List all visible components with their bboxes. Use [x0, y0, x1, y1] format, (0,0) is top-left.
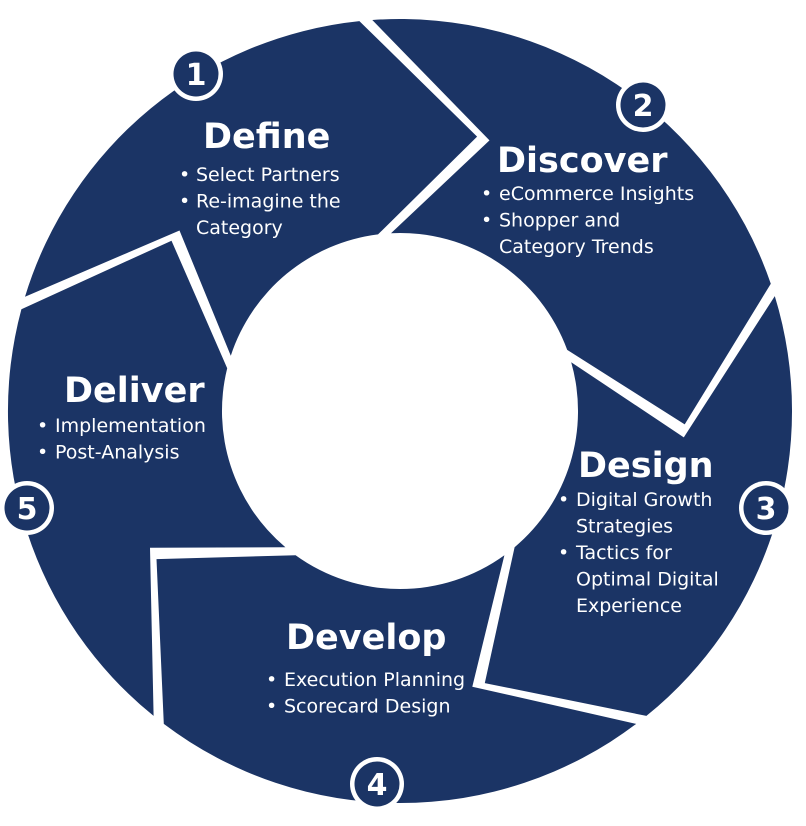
- bullet-marker: •: [558, 542, 569, 564]
- stage-discover-label: Discover•eCommerce Insights•Shopper andC…: [481, 141, 694, 258]
- bullet-text-design-0: Digital Growth: [576, 489, 712, 511]
- bullet-marker: •: [179, 191, 190, 213]
- segments-layer: [7, 19, 793, 804]
- bullet-marker: •: [266, 669, 277, 691]
- bullet-marker: •: [37, 415, 48, 437]
- bullet-text-deliver-1: Post-Analysis: [55, 442, 179, 464]
- bullet-text-design-1: Optimal Digital: [576, 569, 719, 591]
- bullet-text-discover-1: Shopper and: [499, 210, 620, 232]
- stage-title-define: Define: [203, 117, 330, 157]
- badge-circle: [4, 485, 50, 531]
- badges-layer: 1 2 3 4 5: [0, 47, 793, 811]
- bullet-marker: •: [481, 183, 492, 205]
- bullet-text-deliver-0: Implementation: [55, 415, 206, 437]
- stage-title-discover: Discover: [497, 141, 668, 181]
- bullet-marker: •: [558, 489, 569, 511]
- step-badge-1: 1: [169, 47, 223, 101]
- badge-number: 3: [756, 492, 777, 527]
- step-badge-5: 5: [0, 481, 54, 535]
- bullet-text-develop-0: Execution Planning: [284, 669, 465, 691]
- step-badge-3: 3: [739, 481, 793, 535]
- bullet-marker: •: [481, 210, 492, 232]
- bullet-text-design-1: Experience: [576, 595, 682, 617]
- bullet-text-develop-1: Scorecard Design: [284, 696, 450, 718]
- segment-discover: [156, 555, 637, 804]
- badge-circle: [743, 485, 789, 531]
- step-badge-2: 2: [616, 78, 670, 132]
- bullet-marker: •: [266, 696, 277, 718]
- stage-deliver-label: Deliver • Implementation • Post-Analysis: [37, 371, 206, 464]
- badge-circle: [354, 761, 400, 807]
- badge-number: 5: [17, 492, 38, 527]
- stage-develop-label: Develop • Execution Planning • Scorecard Des…: [266, 618, 465, 718]
- bullet-text-design-0: Strategies: [576, 516, 673, 538]
- step-badge-4: 4: [350, 757, 404, 811]
- bullet-text-discover-1: Category Trends: [499, 236, 654, 258]
- segment-define: [484, 296, 793, 716]
- stage-define-label: Define • Select Partners • Re-imagine theCat…: [179, 117, 341, 239]
- labels-layer: Define • Select Partners • Re-imagine theCat…: [37, 117, 719, 718]
- badge-number: 4: [367, 768, 388, 803]
- bullet-text-define-1: Re-imagine the: [196, 191, 341, 213]
- segment-deliver: [372, 19, 771, 425]
- bullet-marker: •: [179, 164, 190, 186]
- bullet-text-define-0: Select Partners: [196, 164, 340, 186]
- segment-design: [7, 240, 286, 716]
- stage-title-design: Design: [578, 446, 714, 486]
- stage-title-deliver: Deliver: [64, 371, 205, 411]
- bullet-text-define-1: Category: [196, 217, 283, 239]
- segment-develop: [25, 21, 478, 356]
- bullet-text-design-1: Tactics for: [575, 542, 672, 564]
- badge-number: 2: [633, 89, 654, 124]
- bullet-marker: •: [37, 442, 48, 464]
- badge-circle: [173, 51, 219, 97]
- badge-number: 1: [186, 58, 207, 93]
- stage-title-develop: Develop: [286, 618, 446, 658]
- badge-circle: [620, 82, 666, 128]
- bullet-text-discover-0: eCommerce Insights: [499, 183, 694, 205]
